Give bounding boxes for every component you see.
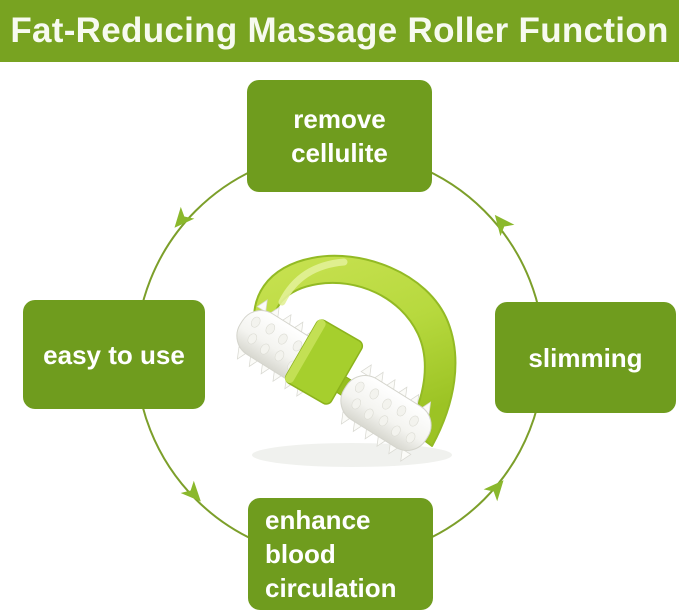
node-label: remove cellulite: [291, 104, 388, 168]
product-shadow: [252, 443, 452, 467]
node-label: slimming: [528, 342, 643, 373]
node-label: enhance blood: [265, 505, 371, 569]
cycle-arrow-top-left-icon: [174, 206, 195, 228]
cycle-arrow-top-right-icon: [494, 214, 515, 237]
center-hub: [284, 319, 364, 405]
right-roller: [336, 361, 436, 465]
node-slimming: slimming: [495, 302, 676, 413]
node-enhance-blood-circulation: enhance blood circulation: [248, 498, 433, 610]
page-title: Fat-Reducing Massage Roller Function: [10, 11, 669, 50]
node-label: circulation: [265, 573, 397, 603]
node-easy-to-use: easy to use: [23, 300, 205, 409]
cycle-arrow-bottom-left-icon: [180, 480, 201, 502]
handle-highlight: [278, 258, 348, 306]
node-label: easy to use: [43, 339, 185, 370]
cycle-arrow-bottom-right-icon: [483, 480, 504, 502]
title-banner: Fat-Reducing Massage Roller Function: [0, 0, 679, 62]
node-remove-cellulite: remove cellulite: [247, 80, 432, 192]
roller-handle: [253, 254, 457, 447]
